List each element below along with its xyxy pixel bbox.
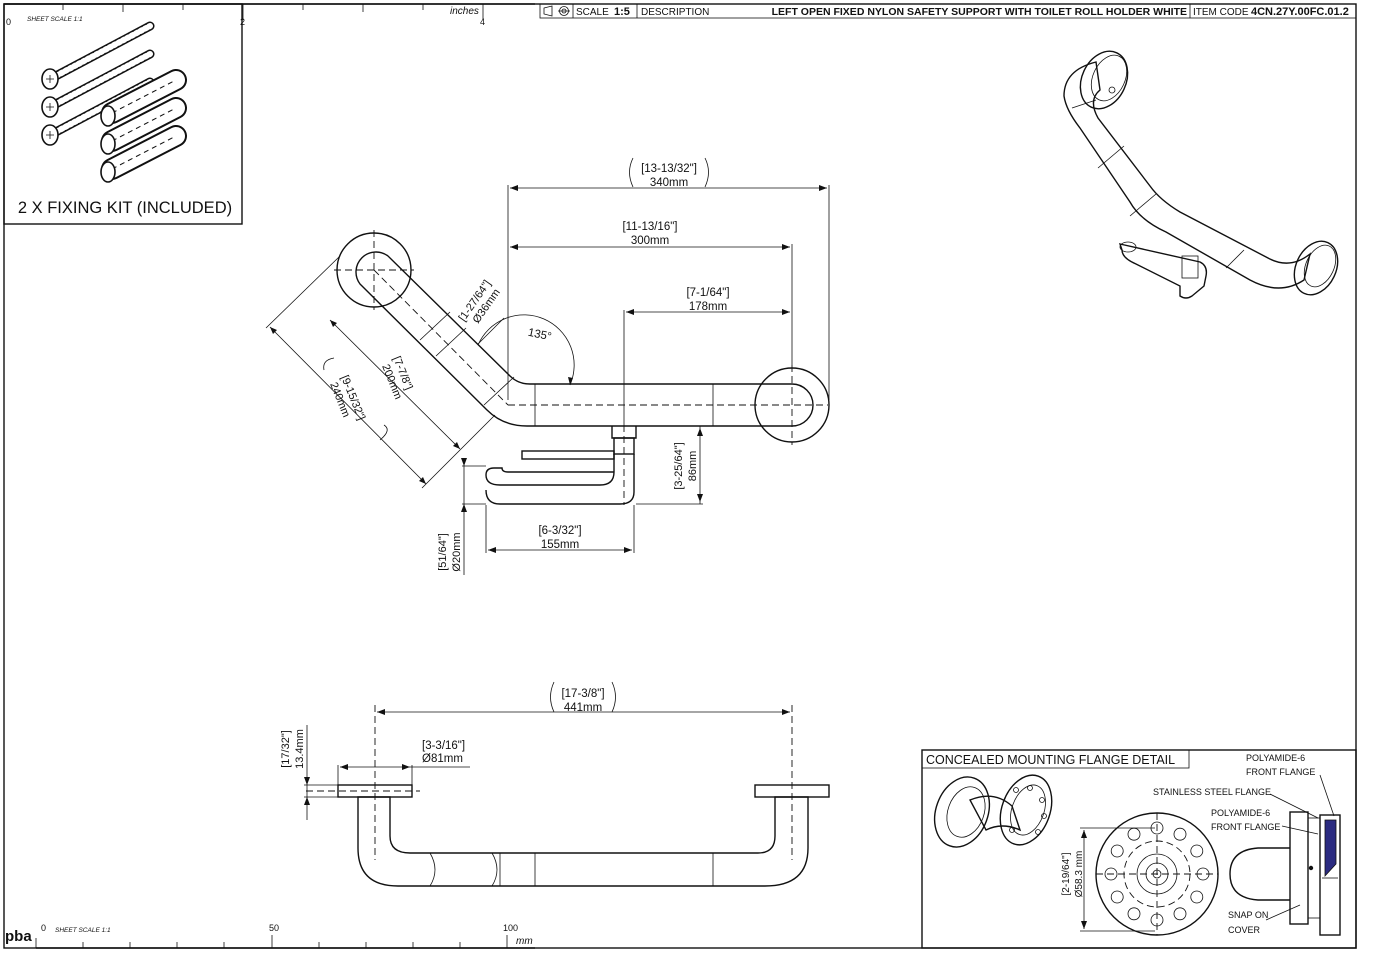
fixing-kit-sheet-scale: SHEET SCALE 1:1 [27, 16, 83, 23]
company-logo: pba [5, 928, 32, 945]
screw-icon [41, 49, 155, 118]
wall-plug-icon [100, 97, 187, 155]
callout-pa6-mid-1: POLYAMIDE-6 [1211, 808, 1270, 818]
wall-plug-icon [100, 69, 187, 127]
flange-section-view [1229, 811, 1341, 936]
dim-86-mm: 86mm [687, 451, 699, 482]
dim-20-inch: [51/64"] [437, 533, 449, 571]
top-ruler: 0 2 4 inches [3, 3, 535, 27]
flange-hole [1104, 867, 1118, 881]
dim-20-mm: Ø20mm [451, 532, 463, 571]
holder-cap [521, 450, 615, 460]
title-block: SCALE 1:5 DESCRIPTION LEFT OPEN FIXED NY… [539, 3, 1357, 19]
flange-hole [1110, 890, 1124, 904]
projection-symbol-icon [543, 5, 570, 17]
flange-diameter-inch: [2-19/64"] [1061, 852, 1072, 895]
description-text: LEFT OPEN FIXED NYLON SAFETY SUPPORT WIT… [772, 6, 1187, 18]
dim-340-inch: [13-13/32"] [641, 163, 697, 175]
dim-340-mm: 340mm [650, 177, 688, 189]
callout-pa6-top-2: FRONT FLANGE [1246, 767, 1315, 777]
bottom-ruler: 0 50 100 mm SHEET SCALE 1:1 pba [5, 923, 535, 949]
flange-hole [1173, 907, 1187, 921]
dim-81-inch: [3-3/16"] [422, 740, 465, 752]
dim-13-inch: [17/32"] [280, 730, 292, 768]
bottom-ruler-sheet-scale: SHEET SCALE 1:1 [55, 927, 111, 934]
iso-roll-holder [1118, 243, 1208, 299]
dim-155-mm: 155mm [541, 539, 579, 551]
bottom-ruler-tick-0: 0 [41, 923, 46, 933]
flange-detail-panel: CONCEALED MOUNTING FLANGE DETAIL [921, 749, 1357, 949]
flange-hole [1110, 844, 1124, 858]
flange-holes [1104, 821, 1210, 927]
dim-178-mm: 178mm [689, 301, 727, 313]
flange-hole [1127, 907, 1141, 921]
flange-detail-title: CONCEALED MOUNTING FLANGE DETAIL [926, 753, 1175, 767]
bottom-ruler-tick-100: 100 [503, 923, 518, 933]
side-view: [17-3/8"] 441mm [3-3/16"] Ø81mm [17/32"]… [280, 681, 830, 887]
callout-pa6-top-1: POLYAMIDE-6 [1246, 753, 1305, 763]
angle-135: 135° [527, 327, 553, 344]
flange-diameter-mm: Ø58.3 mm [1074, 851, 1085, 898]
top-ruler-unit: inches [450, 6, 479, 17]
fixing-kit-label: 2 X FIXING KIT (INCLUDED) [18, 199, 232, 217]
top-ruler-tick-0: 0 [6, 17, 11, 27]
dim-155-inch: [6-3/32"] [538, 525, 581, 537]
callout-stainless-steel: STAINLESS STEEL FLANGE [1153, 787, 1271, 797]
dim-81-mm: Ø81mm [422, 753, 463, 765]
side-grab-bar [357, 796, 809, 887]
callout-snap-on-2: COVER [1228, 925, 1261, 935]
flange-front-view [1095, 812, 1219, 936]
flange-iso-icon [933, 774, 1053, 848]
dim-300-mm: 300mm [631, 235, 669, 247]
flange-hole [1127, 827, 1141, 841]
item-code-label: ITEM CODE [1193, 7, 1249, 18]
top-view: [13-13/32"] 340mm [11-13/16"] 300mm [7-1… [265, 157, 830, 575]
dim-441-mm: 441mm [564, 702, 602, 714]
bottom-ruler-tick-50: 50 [269, 923, 279, 933]
callout-pa6-mid-2: FRONT FLANGE [1211, 822, 1280, 832]
scale-value: 1:5 [614, 6, 630, 18]
flange-hole [1190, 844, 1204, 858]
dim-86-inch: [3-25/64"] [673, 442, 685, 489]
bottom-ruler-unit: mm [516, 936, 533, 947]
description-label: DESCRIPTION [641, 7, 709, 18]
dim-178-inch: [7-1/64"] [686, 287, 729, 299]
top-ruler-tick-4: 4 [480, 17, 485, 27]
flange-hole [1196, 867, 1210, 881]
iso-grab-bar [1063, 61, 1312, 289]
fixing-kit-panel: SHEET SCALE 1:1 [3, 3, 243, 225]
dim-300-inch: [11-13/16"] [622, 221, 677, 233]
flange-hole [1150, 913, 1164, 927]
flange-hole [1190, 890, 1204, 904]
wall-plug-icon [100, 125, 187, 183]
dim-13-mm: 13.4mm [294, 729, 306, 769]
screw-icon [41, 21, 155, 90]
holder-arm [485, 454, 615, 486]
item-code: 4CN.27Y.00FC.01.2 [1251, 6, 1349, 18]
flange-hole [1173, 827, 1187, 841]
callout-snap-on-1: SNAP ON [1228, 910, 1268, 920]
grab-bar-outline [355, 251, 814, 427]
isometric-view [1063, 50, 1339, 299]
scale-label: SCALE [576, 7, 609, 18]
dim-441-inch: [17-3/8"] [561, 688, 604, 700]
